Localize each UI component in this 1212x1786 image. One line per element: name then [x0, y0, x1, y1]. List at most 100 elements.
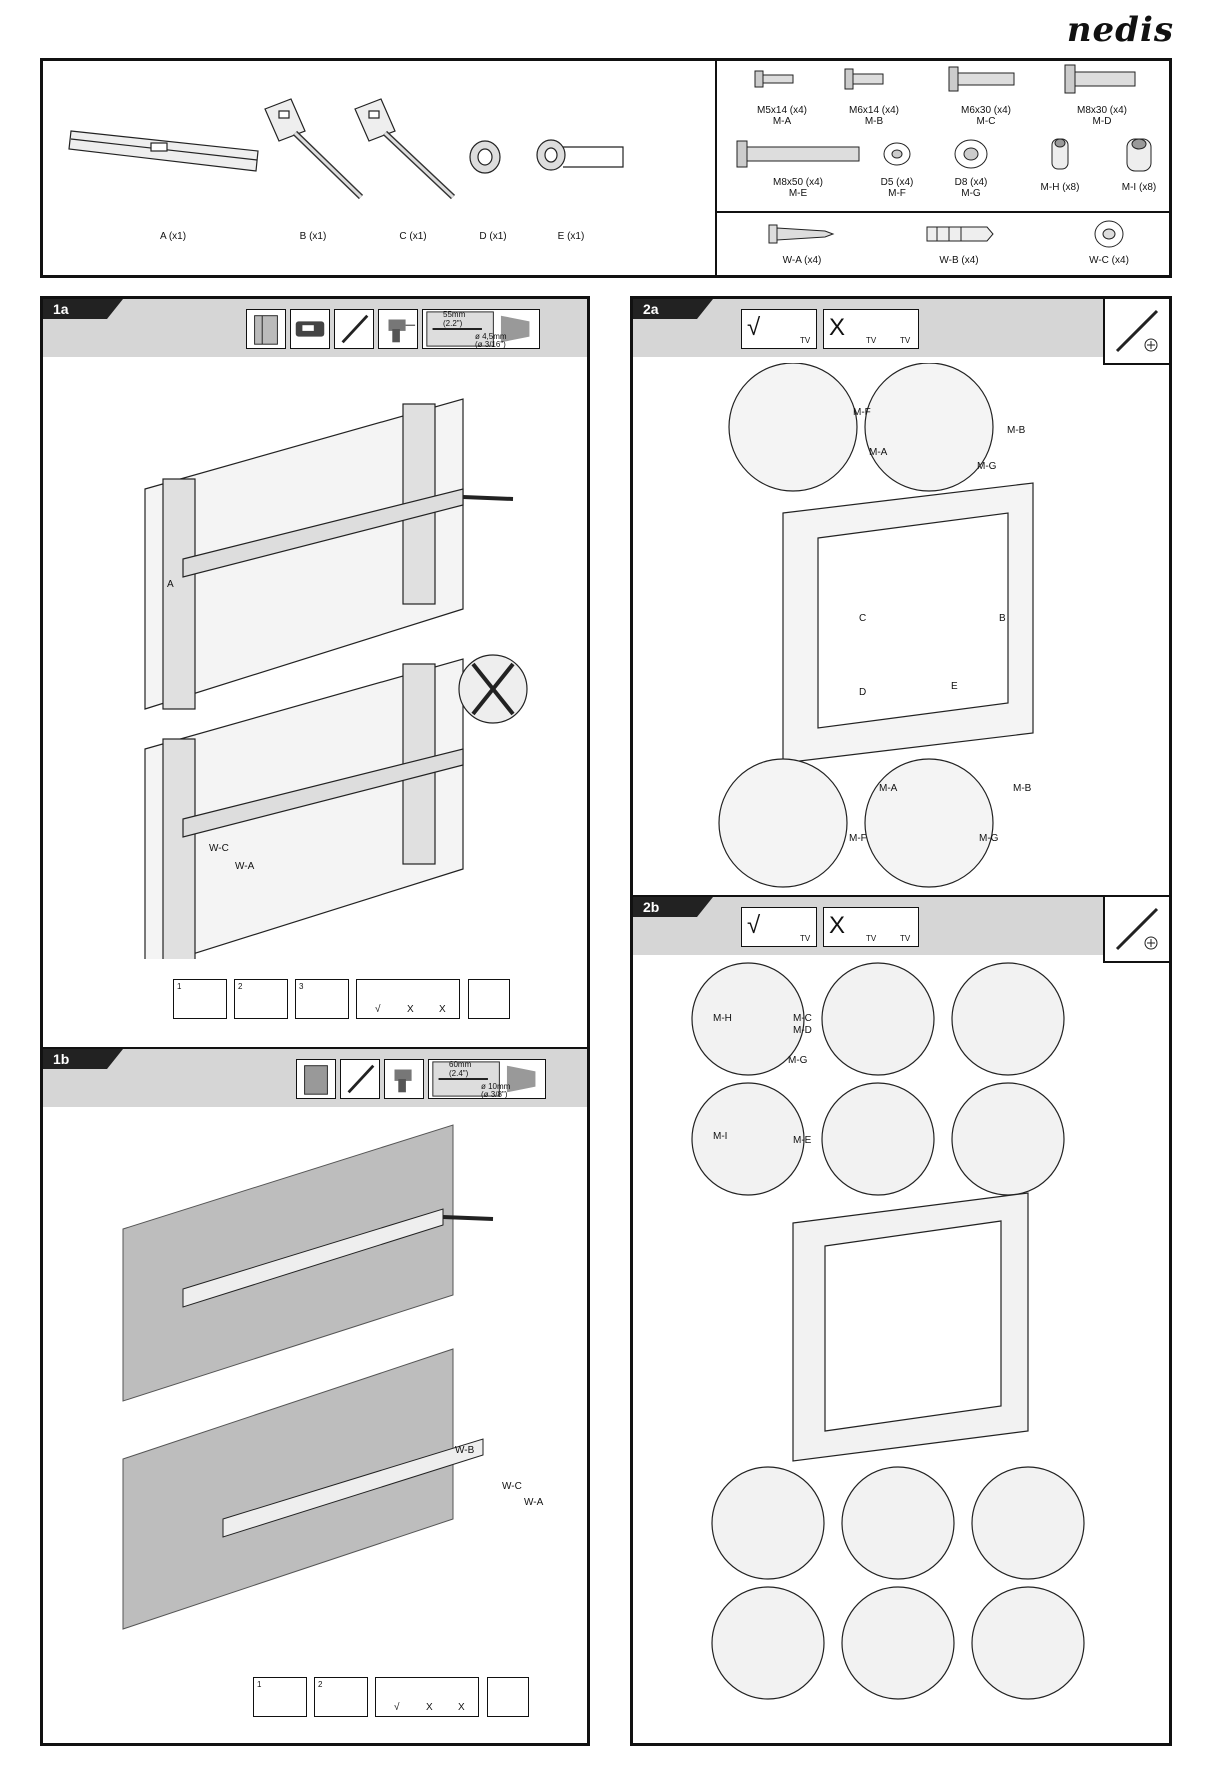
wall-hardware-drawing — [768, 220, 1124, 248]
label-mf-2: M-F — [849, 833, 867, 844]
screw-mb-code: M-B — [864, 116, 884, 127]
screw-mb-size: M6x14 (x4) — [848, 105, 899, 116]
washer-mf-size: D5 (x4) — [880, 177, 914, 188]
label-wb: W-B — [455, 1445, 475, 1456]
spacer-icon — [1126, 138, 1152, 172]
step-2a-tag: 2a — [633, 299, 713, 319]
screw-mc-size: M6x30 (x4) — [960, 105, 1011, 116]
panel-left: 1a 55mm (2.2") ø 4,5mm (ø 3/16") — [40, 296, 590, 1746]
spacer-mi-label: M-I (x8) — [1121, 182, 1157, 193]
label-mg: M-G — [977, 461, 997, 472]
step-1b: 1b 60mm (2.4") ø 10mm (ø 3/8") W-B W-C W… — [43, 1047, 587, 1745]
label-e: E — [951, 681, 958, 692]
bracket-arm-icon — [264, 98, 364, 200]
label-mg-2: M-G — [979, 833, 999, 844]
substep-3: 3 — [295, 979, 349, 1019]
label-md: M-D — [793, 1025, 812, 1036]
knob-icon — [469, 140, 501, 174]
screw-md-size: M8x30 (x4) — [1076, 105, 1127, 116]
part-b-label: B (x1) — [299, 231, 327, 242]
step-1a-tag: 1a — [43, 299, 123, 319]
step-2b-illustration — [691, 962, 1085, 1700]
concrete-wall-icon — [296, 1059, 336, 1099]
spacer-icon — [1051, 138, 1069, 170]
screws-drawing — [736, 64, 1152, 172]
label-mf: M-F — [853, 407, 871, 418]
main-parts: A (x1) B (x1) C (x1) D (x1) E (x1) — [43, 61, 717, 275]
substep-1b-2: 2 — [314, 1677, 368, 1717]
screw-me-code: M-E — [788, 188, 808, 199]
label-a: A — [167, 579, 174, 590]
bracket-arm-icon — [354, 98, 456, 200]
spacer-mh-label: M-H (x8) — [1040, 182, 1080, 193]
wall-plate-icon — [68, 130, 259, 172]
substep-1b-1: 1 — [253, 1677, 307, 1717]
washer-mg-size: D8 (x4) — [954, 177, 988, 188]
screw-md-code: M-D — [1092, 116, 1112, 127]
part-a-label: A (x1) — [159, 231, 187, 242]
label-mb-2: M-B — [1013, 783, 1032, 794]
screwdriver-icon — [1103, 299, 1169, 365]
wall-hardware: W-A (x4) W-B (x4) W-C (x4) — [717, 213, 1169, 275]
tighten-icon — [487, 1677, 529, 1717]
label-c: C — [859, 613, 867, 624]
correct-mount-icon: √ TV — [741, 309, 817, 349]
step-1b-illustration — [122, 1124, 494, 1630]
screw-icon — [754, 70, 794, 88]
part-c-label: C (x1) — [399, 231, 427, 242]
label-wa-1b: W-A — [524, 1497, 544, 1508]
step-2b-tag: 2b — [633, 897, 713, 917]
label-mb: M-B — [1007, 425, 1026, 436]
part-d-label: D (x1) — [479, 231, 507, 242]
washer-icon — [883, 142, 911, 166]
panel-right: 2a √ TV X TV TV M-F M-A M-B M-G C B D — [630, 296, 1172, 1746]
label-wc-1b: W-C — [502, 1481, 522, 1492]
screw-icon — [736, 140, 860, 168]
wood-screw-icon — [768, 224, 835, 244]
level-check-1b: √ X X — [375, 1677, 479, 1717]
washer-mg-code: M-G — [961, 188, 981, 199]
screw-ma-code: M-A — [772, 116, 792, 127]
step-1a: 1a 55mm (2.2") ø 4,5mm (ø 3/16") — [43, 299, 587, 1047]
main-parts-drawing — [68, 98, 624, 200]
washer-icon — [1094, 220, 1124, 248]
wood-stud-icon — [246, 309, 286, 349]
screw-mc-code: M-C — [976, 116, 996, 127]
wall-wb-label: W-B (x4) — [939, 255, 979, 266]
label-ma: M-A — [869, 447, 888, 458]
pencil-icon — [334, 309, 374, 349]
screw-icon — [844, 68, 884, 90]
drill-depth-inch: (2.2") — [443, 319, 463, 328]
incorrect-mount-icon: X TV TV — [823, 907, 919, 947]
pencil-icon — [340, 1059, 380, 1099]
drill-bit-inch: (ø 3/16") — [475, 340, 506, 349]
wall-wc-label: W-C (x4) — [1089, 255, 1129, 266]
washer-mf-code: M-F — [888, 188, 906, 199]
tv-screws: M5x14 (x4) M-A M6x14 (x4) M-B M6x30 (x4)… — [717, 61, 1169, 213]
parts-overview: A (x1) B (x1) C (x1) D (x1) E (x1) — [40, 58, 1172, 278]
screw-icon — [1064, 64, 1136, 94]
drill-bit: ø 4,5mm — [475, 332, 507, 341]
label-wc: W-C — [209, 843, 229, 854]
label-d: D — [859, 687, 867, 698]
substep-1: 1 — [173, 979, 227, 1019]
stud-finder-icon — [290, 309, 330, 349]
screw-icon — [948, 66, 1015, 92]
drill-depth-diagram-1b: 60mm (2.4") ø 10mm (ø 3/8") — [428, 1059, 546, 1099]
label-me: M-E — [793, 1135, 812, 1146]
incorrect-mount-icon: X TV TV — [823, 309, 919, 349]
substep-2: 2 — [234, 979, 288, 1019]
step-1a-illustration — [144, 398, 528, 959]
screw-me-size: M8x50 (x4) — [772, 177, 823, 188]
label-ma-2: M-A — [879, 783, 898, 794]
screw-ma-size: M5x14 (x4) — [756, 105, 807, 116]
washer-icon — [954, 139, 988, 169]
drill-depth: 55mm — [443, 310, 466, 319]
hardware-parts: M5x14 (x4) M-A M6x14 (x4) M-B M6x30 (x4)… — [717, 61, 1169, 275]
label-mh: M-H — [713, 1013, 732, 1024]
label-mg: M-G — [788, 1055, 808, 1066]
step-2b: 2b √ TV X TV TV M-H M-C M-D M-G M-I M-E — [633, 895, 1169, 1745]
step-2a: 2a √ TV X TV TV M-F M-A M-B M-G C B D — [633, 299, 1169, 895]
correct-mount-icon: √ TV — [741, 907, 817, 947]
knob-loop-icon — [536, 139, 624, 171]
